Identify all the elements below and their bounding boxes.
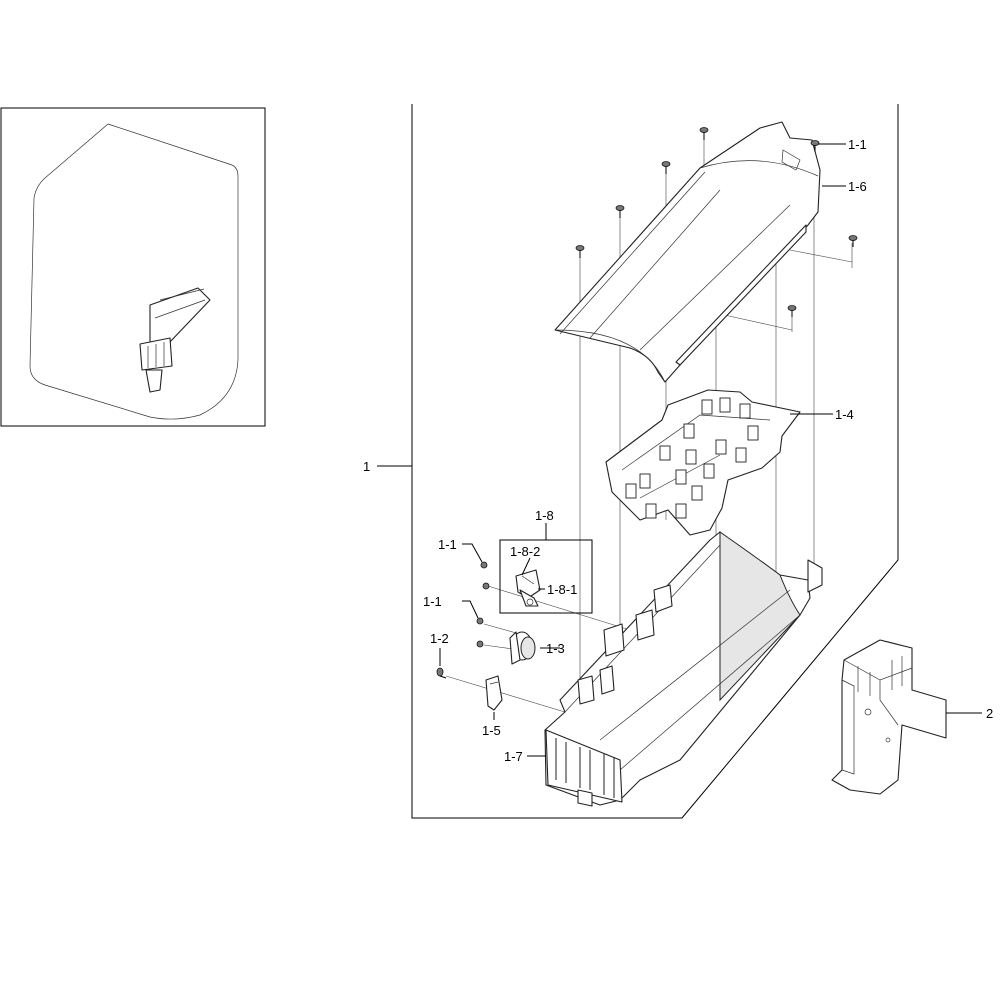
screw-icon [482,582,490,590]
label-thermostat: 1-3 [546,641,565,656]
callout-leaders [439,143,982,757]
screw-icon [810,140,820,152]
screw-icon [661,161,671,174]
label-screw-left-a: 1-1 [438,537,457,552]
label-part-1-5: 1-5 [482,723,501,738]
main-assembly-frame [377,104,899,819]
label-main-assembly: 1 [363,459,370,474]
screw-icon [476,640,484,648]
screw-icon [476,617,484,625]
label-screw-1-2: 1-2 [430,631,449,646]
lower-housing-1-7 [544,531,823,807]
part-1-8-2 [515,569,541,599]
left-screws [436,561,490,679]
screw-icon [699,127,709,140]
inset-overview [0,107,266,427]
label-screw-top: 1-1 [848,137,867,152]
label-housing-1-7: 1-7 [504,749,523,764]
duct-cover-1-6 [554,121,821,383]
label-thermostat-group: 1-8 [535,508,554,523]
screw-icon [787,305,797,317]
thermostat-group-1-8 [499,523,593,614]
inset-heater-thumbnail [139,287,211,393]
label-part-1-8-2: 1-8-2 [510,544,540,559]
top-screws [575,127,858,317]
screw-icon [575,245,585,258]
screw-icon [480,561,488,569]
label-heater-plate: 1-4 [835,407,854,422]
label-screw-left-b: 1-1 [423,594,442,609]
screw-icon [615,205,625,218]
dryer-cabinet-outline [29,123,239,420]
heater-plate-1-4 [605,389,801,536]
screw-icon [848,235,858,247]
part-1-8-1 [519,589,539,607]
bracket-2 [831,639,947,795]
label-bracket-2: 2 [986,706,993,721]
part-1-5 [485,675,503,711]
thermostat-1-3 [509,631,536,665]
label-duct-cover: 1-6 [848,179,867,194]
label-part-1-8-1: 1-8-1 [547,582,577,597]
screw-icon [436,667,447,679]
